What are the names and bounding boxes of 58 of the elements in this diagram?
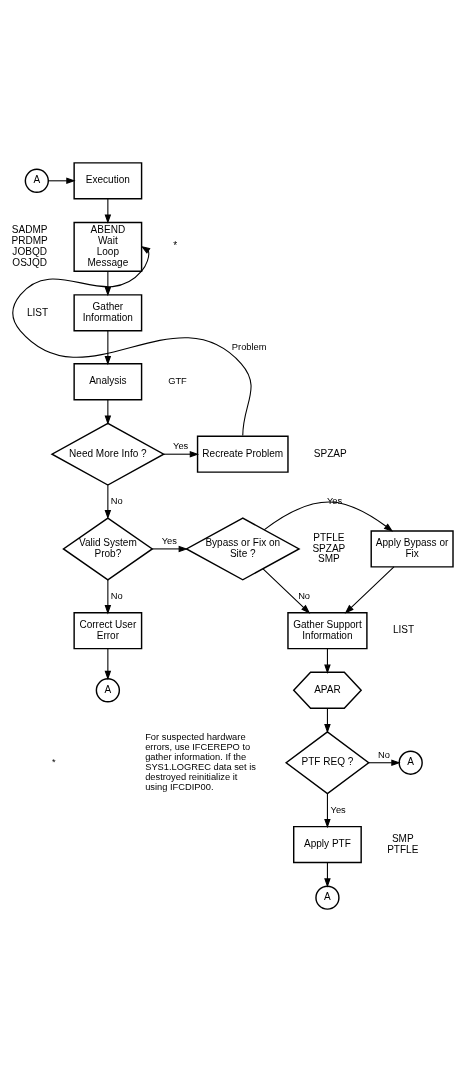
arrow bbox=[151, 545, 188, 553]
arrow bbox=[104, 648, 112, 681]
edge-label: Yes bbox=[161, 536, 177, 547]
node-label: LIST bbox=[392, 624, 415, 636]
node-box: Analysis bbox=[73, 363, 143, 401]
node-label: SPZAP bbox=[313, 447, 347, 459]
node-diamond: PTF REQ ? bbox=[284, 731, 370, 795]
edge-label: No bbox=[110, 590, 123, 601]
node-label: PTFLE bbox=[387, 843, 419, 855]
node-label: PRDMP bbox=[11, 235, 48, 247]
arrow bbox=[104, 330, 112, 366]
edge-label: No bbox=[377, 750, 390, 761]
node-label: SMP bbox=[318, 553, 340, 565]
node-box: ABEND Wait Loop Message bbox=[73, 221, 143, 272]
arrow bbox=[324, 648, 331, 674]
node-box: Execution bbox=[73, 162, 143, 200]
edge-label: Yes bbox=[330, 804, 346, 815]
node-circle: A bbox=[398, 750, 423, 775]
node-label: SPZAP bbox=[312, 542, 346, 554]
arrow bbox=[368, 759, 401, 767]
node-box: Apply PTF bbox=[293, 825, 362, 864]
arrow bbox=[344, 566, 395, 614]
arrow bbox=[104, 579, 112, 615]
node-circle: A bbox=[95, 678, 121, 703]
arrow bbox=[263, 501, 394, 532]
edge-label: No bbox=[110, 496, 123, 506]
node-diamond: Bypass or Fix on Site ? bbox=[185, 517, 301, 581]
arrow bbox=[104, 484, 112, 520]
node-circle: A bbox=[24, 168, 50, 193]
node-box: Gather Information bbox=[73, 294, 143, 332]
node-label: * bbox=[173, 240, 178, 252]
node-label: SADMP bbox=[11, 224, 48, 236]
arrow bbox=[324, 793, 331, 829]
node-label: PTFLE bbox=[313, 531, 345, 543]
arrow bbox=[12, 245, 252, 437]
edge-label: Problem bbox=[231, 341, 267, 352]
node-diamond: Need More Info ? bbox=[50, 422, 166, 486]
node-box: Recreate Problem bbox=[196, 435, 289, 473]
node-label: OSJQD bbox=[12, 256, 47, 268]
node-box: Gather Support Information bbox=[287, 612, 368, 650]
label: For suspected hardware errors, use IFCEREPO to gather information. If the SYS1.LOGREC data set is destroyed reinitialize it using IFCDIP00. bbox=[145, 732, 256, 793]
node-box: Apply Bypass or Fix bbox=[370, 530, 454, 568]
node-diamond: Valid System Prob? bbox=[62, 517, 154, 581]
arrow bbox=[47, 177, 76, 185]
edge-label: No bbox=[298, 590, 311, 601]
label: GTF bbox=[168, 376, 187, 387]
node-label: JOBQD bbox=[12, 245, 47, 257]
label: * bbox=[51, 757, 56, 768]
node-label: SMP bbox=[391, 832, 414, 844]
node-circle: A bbox=[315, 885, 340, 910]
edge-label: Yes bbox=[173, 441, 189, 452]
arrow bbox=[104, 270, 112, 297]
arrow bbox=[104, 198, 112, 224]
node-label: LIST bbox=[26, 306, 49, 318]
arrow bbox=[163, 450, 200, 458]
arrow bbox=[262, 568, 311, 614]
arrow bbox=[104, 399, 112, 425]
node-box: Correct User Error bbox=[73, 612, 143, 650]
